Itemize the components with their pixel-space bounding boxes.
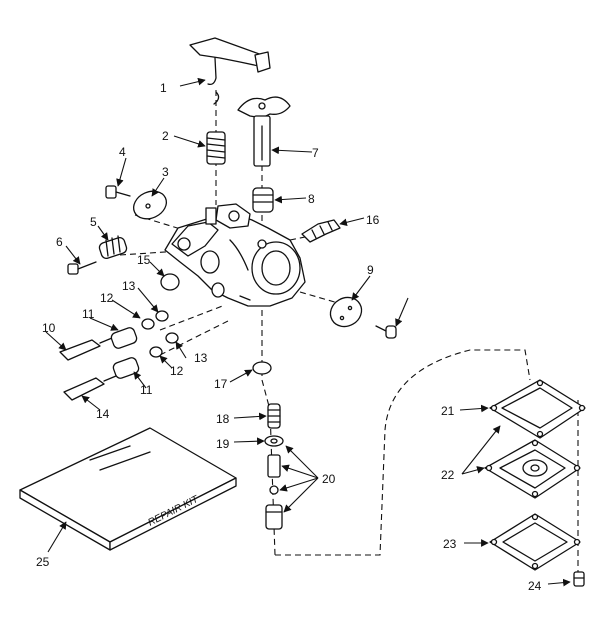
part-throttle-plate: [329, 296, 363, 328]
part-screw-upper: [105, 185, 131, 199]
callout-14: 14: [96, 407, 110, 421]
callout-17: 17: [214, 377, 228, 391]
callout-22: 22: [441, 468, 455, 482]
callout-4: 4: [119, 145, 126, 159]
callout-12b: 12: [170, 364, 184, 378]
callout-6: 6: [56, 235, 63, 249]
part-throttle-shaft: [237, 96, 291, 167]
part-gasket-washer: [264, 435, 284, 447]
callout-labels: 1 2 3 4 5 6 7 8 9 10 11 11 12 12 13 13 1…: [36, 81, 542, 593]
callout-13a: 13: [122, 279, 136, 293]
part-check-disk: [252, 361, 272, 375]
part-collar: [252, 187, 274, 213]
part-diaphragm-cover: [489, 513, 581, 571]
part-inlet-spring: [267, 403, 281, 429]
part-cover-screw: [573, 571, 585, 587]
callout-24: 24: [528, 579, 542, 593]
leader-lines: [45, 77, 571, 587]
part-diaphragm: [484, 439, 581, 499]
callout-15: 15: [137, 253, 151, 267]
callout-19: 19: [216, 437, 230, 451]
callout-12a: 12: [100, 291, 114, 305]
callout-11a: 11: [82, 307, 95, 321]
part-diaphragm-gasket: [489, 379, 586, 439]
callout-3: 3: [162, 165, 169, 179]
callout-16: 16: [366, 213, 380, 227]
part-repair-kit: REPAIR KIT: [19, 427, 237, 551]
callout-11b: 11: [140, 383, 153, 397]
part-throttle-bracket: [189, 37, 271, 105]
part-high-speed-needle: [59, 327, 138, 361]
callout-8: 8: [308, 192, 315, 206]
part-fitting: [301, 219, 341, 243]
part-welch-plug: [160, 273, 180, 291]
part-adjust-spring: [98, 235, 128, 259]
callout-10: 10: [42, 321, 56, 335]
callout-1: 1: [160, 81, 167, 95]
callout-13b: 13: [194, 351, 208, 365]
callout-20: 20: [322, 472, 336, 486]
part-spring: [206, 131, 226, 165]
part-carburetor-body: [164, 203, 306, 307]
callout-2: 2: [162, 129, 169, 143]
callout-5: 5: [90, 215, 97, 229]
callout-25: 25: [36, 555, 50, 569]
part-low-speed-needle: [63, 357, 140, 401]
part-washers: [141, 310, 179, 358]
part-adjust-screw: [67, 261, 97, 275]
part-choke-plate: [132, 190, 168, 220]
callout-7: 7: [312, 146, 319, 160]
callout-23: 23: [443, 537, 457, 551]
callout-18: 18: [216, 412, 230, 426]
callout-21: 21: [441, 404, 455, 418]
callout-9: 9: [367, 263, 374, 277]
part-inlet-needle: [265, 454, 283, 530]
part-screw-lower: [375, 325, 397, 339]
